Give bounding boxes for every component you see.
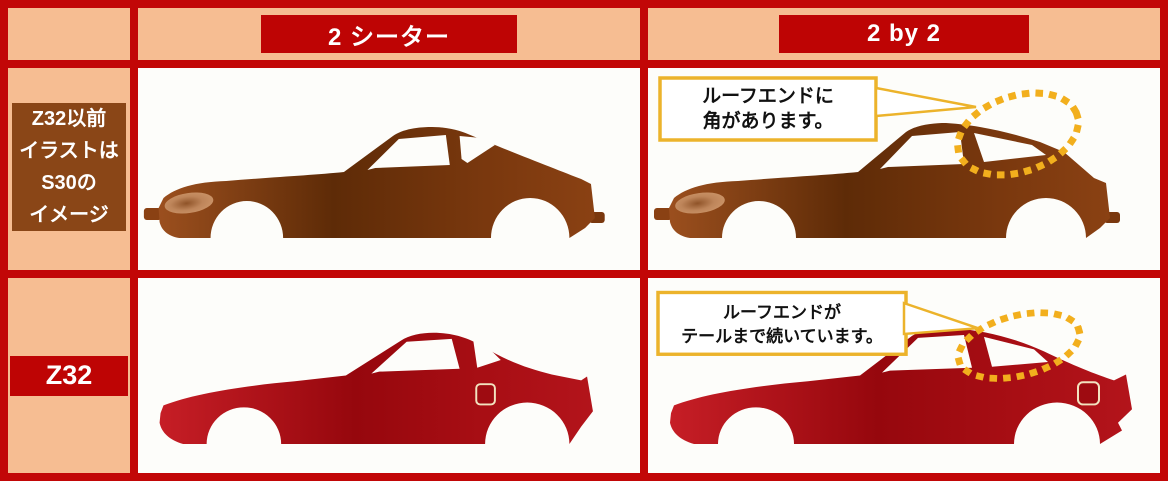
- row-header-line: S30の: [41, 172, 97, 194]
- z32-2by2-car-illustration: [656, 290, 1132, 445]
- row-header-z32-box: Z32: [10, 355, 128, 396]
- callout-bubble: [658, 76, 878, 142]
- column-header-label: 2 シーター: [327, 23, 450, 51]
- row-header-z32: Z32: [8, 278, 130, 473]
- column-header-label: 2 by 2: [866, 20, 942, 47]
- row-header-line: Z32: [45, 360, 93, 390]
- column-header-bar: 2 by 2: [779, 15, 1029, 53]
- s30-2by2-car-illustration: [654, 76, 1120, 238]
- row-header-line: イラストは: [19, 140, 119, 162]
- fuel-door: [1077, 381, 1100, 406]
- cell-s30-2seater: [138, 68, 640, 270]
- s30-2seater-car-illustration: [143, 127, 605, 238]
- column-header-2seater: 2 シーター: [138, 8, 640, 60]
- row-header-line: Z32以前: [31, 108, 107, 130]
- corner-cell: [8, 8, 130, 60]
- callout-bubble: [656, 290, 908, 356]
- row-header-s30: Z32以前 イラストは S30の イメージ: [8, 68, 130, 270]
- row-header-line: イメージ: [29, 204, 109, 226]
- column-header-bar: 2 シーター: [261, 15, 517, 53]
- highlight-ellipse-roof-tail: [955, 309, 1083, 382]
- cell-s30-2by2: ルーフエンドに 角があります。: [648, 68, 1160, 270]
- callout-pointer: [874, 86, 977, 118]
- z32-2seater-car-illustration: [159, 332, 593, 445]
- cell-z32-2seater: [138, 278, 640, 473]
- callout-pointer: [902, 301, 979, 336]
- column-header-2by2: 2 by 2: [648, 8, 1160, 60]
- row-header-s30-box: Z32以前 イラストは S30の イメージ: [12, 103, 126, 231]
- cell-z32-2by2: ルーフエンドが テールまで続いています。: [648, 278, 1160, 473]
- fuel-door: [475, 383, 496, 406]
- highlight-ellipse-roof-corner: [954, 89, 1082, 179]
